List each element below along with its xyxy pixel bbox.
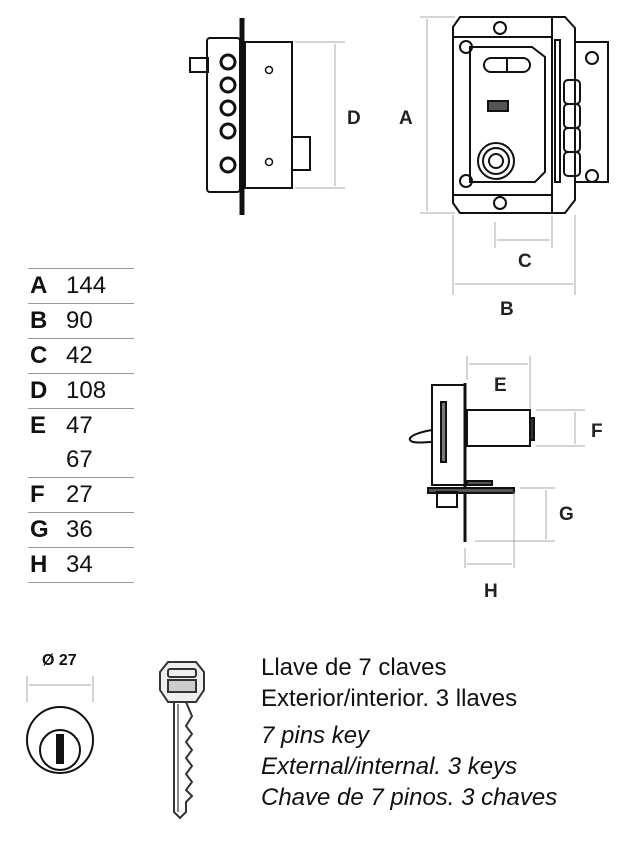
spec-value: 108 xyxy=(66,377,107,404)
dimension-label-e: E xyxy=(494,375,507,396)
spec-row-d: D 108 xyxy=(28,373,134,408)
spec-letter: D xyxy=(30,377,48,404)
description-en-line-1: 7 pins key xyxy=(261,722,370,749)
spec-letter: H xyxy=(30,551,48,578)
spec-letter: C xyxy=(30,342,48,369)
spec-value: 34 xyxy=(66,551,93,578)
spec-row-c: C 42 xyxy=(28,338,134,373)
spec-row-f: F 27 xyxy=(28,477,134,512)
key-icon xyxy=(159,661,205,820)
spec-value: 27 xyxy=(66,481,93,508)
spec-row-g: G 36 xyxy=(28,512,134,547)
spec-value: 42 xyxy=(66,342,93,369)
front-view-drawing xyxy=(452,16,609,214)
spec-value: 36 xyxy=(66,516,93,543)
dimension-label-d: D xyxy=(347,108,361,129)
description-es-line-2: Exterior/interior. 3 llaves xyxy=(261,685,518,712)
description-pt-line-1: Chave de 7 pinos. 3 chaves xyxy=(261,784,558,811)
spec-letter: G xyxy=(30,516,49,543)
spec-row-e: E 47 67 xyxy=(28,408,134,477)
dimension-d-line xyxy=(295,41,345,189)
dimension-label-h: H xyxy=(484,581,498,602)
dimension-label-g: G xyxy=(559,504,574,525)
dimension-label-a: A xyxy=(399,108,413,129)
spec-letter: E xyxy=(30,412,47,439)
spec-value: 67 xyxy=(66,446,93,473)
spec-value: 90 xyxy=(66,307,93,334)
spec-letter: F xyxy=(30,481,45,508)
section-view-drawing xyxy=(408,383,535,542)
spec-letter: B xyxy=(30,307,48,334)
spec-value: 144 xyxy=(66,272,107,299)
spec-letter: A xyxy=(30,272,48,299)
description-es-line-1: Llave de 7 claves xyxy=(261,654,447,681)
cylinder-diameter-label: Ø 27 xyxy=(42,652,77,669)
spec-table: A 144 B 90 C 42 D 108 E 47 67 F 27 G 36 … xyxy=(28,268,134,583)
spec-value: 47 xyxy=(66,412,93,439)
cylinder-drawing xyxy=(26,676,94,774)
dimension-efgh-lines xyxy=(464,356,585,568)
spec-row-b: B 90 xyxy=(28,303,134,338)
dimension-label-f: F xyxy=(591,421,603,442)
dimension-label-c: C xyxy=(518,251,532,272)
dimension-label-b: B xyxy=(500,299,514,320)
description-en-line-2: External/internal. 3 keys xyxy=(261,753,518,780)
key-description: Llave de 7 claves Exterior/interior. 3 l… xyxy=(261,652,557,813)
side-view-drawing xyxy=(189,18,311,215)
dimension-abc-lines xyxy=(420,16,576,295)
spec-row-a: A 144 xyxy=(28,268,134,303)
spec-row-h: H 34 xyxy=(28,547,134,583)
